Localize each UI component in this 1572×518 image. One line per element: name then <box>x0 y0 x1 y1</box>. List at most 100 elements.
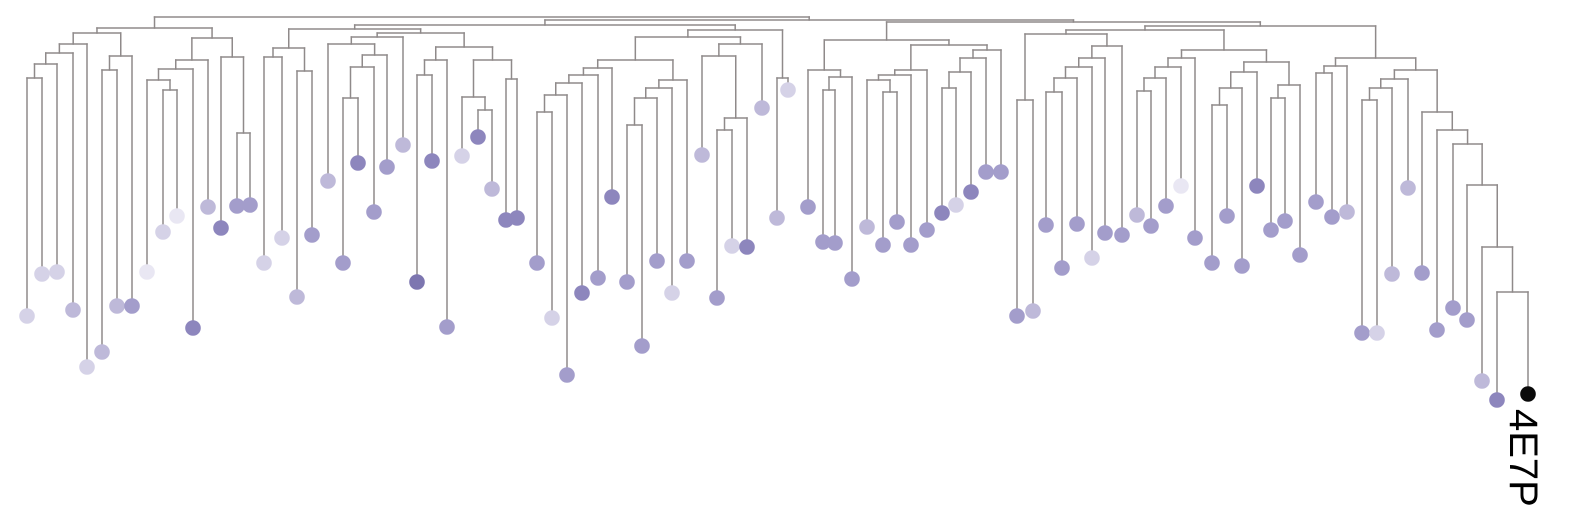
leaf-dot <box>274 230 290 246</box>
leaf-dot <box>94 344 110 360</box>
leaf-dot <box>590 270 606 286</box>
leaf-dot <box>544 310 560 326</box>
leaf-dot <box>649 253 665 269</box>
leaf-dot <box>49 264 65 280</box>
leaf-dot <box>1173 178 1189 194</box>
leaf-dot <box>709 290 725 306</box>
leaf-dot <box>34 266 50 282</box>
leaf-dot <box>1263 222 1279 238</box>
leaf-dot <box>1277 213 1293 229</box>
leaf-dot <box>185 320 201 336</box>
leaf-dot <box>200 199 216 215</box>
tree-links <box>26 16 1529 401</box>
leaf-dot <box>79 359 95 375</box>
leaf-dot <box>1384 266 1400 282</box>
leaf-dot <box>1459 312 1475 328</box>
highlighted-leaf-dot <box>1520 386 1536 402</box>
leaf-dot <box>919 222 935 238</box>
leaf-dot <box>604 189 620 205</box>
leaf-dot <box>1354 325 1370 341</box>
leaf-dot <box>769 210 785 226</box>
leaf-dot <box>619 274 635 290</box>
leaf-dot <box>509 210 525 226</box>
leaf-dots <box>19 82 1536 408</box>
leaf-dot <box>424 153 440 169</box>
leaf-dot <box>724 238 740 254</box>
leaf-dot <box>1474 373 1490 389</box>
leaf-dot <box>19 308 35 324</box>
leaf-dot <box>439 319 455 335</box>
leaf-dot <box>484 181 500 197</box>
leaf-dot <box>109 298 125 314</box>
leaf-dot <box>1158 198 1174 214</box>
leaf-dot <box>739 239 755 255</box>
leaf-dot <box>289 289 305 305</box>
leaf-dot <box>1324 209 1340 225</box>
leaf-dot <box>844 271 860 287</box>
leaf-dot <box>1339 204 1355 220</box>
leaf-dot <box>454 148 470 164</box>
leaf-dot <box>366 204 382 220</box>
leaf-dot <box>1489 392 1505 408</box>
leaf-dot <box>304 227 320 243</box>
leaf-dot <box>1129 207 1145 223</box>
leaf-dot <box>256 255 272 271</box>
leaf-dot <box>1219 208 1235 224</box>
leaf-dot <box>350 155 366 171</box>
leaf-dot <box>679 253 695 269</box>
leaf-dot <box>470 129 486 145</box>
leaf-dot <box>1084 250 1100 266</box>
leaf-dot <box>978 164 994 180</box>
leaf-dot <box>963 184 979 200</box>
leaf-dot <box>574 285 590 301</box>
leaf-dot <box>903 237 919 253</box>
leaf-dot <box>1054 260 1070 276</box>
leaf-dot <box>1445 300 1461 316</box>
leaf-dot <box>1414 265 1430 281</box>
leaf-dot <box>1114 227 1130 243</box>
leaf-dot <box>859 219 875 235</box>
leaf-dot <box>815 234 831 250</box>
leaf-dot <box>1249 178 1265 194</box>
leaf-dot <box>1025 303 1041 319</box>
leaf-dot <box>395 137 411 153</box>
leaf-dot <box>694 147 710 163</box>
leaf-dot <box>1308 194 1324 210</box>
leaf-dot <box>1038 217 1054 233</box>
leaf-dot <box>139 264 155 280</box>
leaf-dot <box>1069 216 1085 232</box>
leaf-dot <box>875 237 891 253</box>
highlighted-leaf-label: 4E7P <box>1501 409 1545 507</box>
leaf-dot <box>827 235 843 251</box>
leaf-dot <box>213 220 229 236</box>
leaf-dot <box>124 298 140 314</box>
leaf-dot <box>1234 258 1250 274</box>
leaf-dot <box>780 82 796 98</box>
leaf-dot <box>800 199 816 215</box>
leaf-dot <box>1292 247 1308 263</box>
leaf-dot <box>993 164 1009 180</box>
leaf-dot <box>1097 225 1113 241</box>
leaf-dot <box>948 197 964 213</box>
leaf-dot <box>379 159 395 175</box>
leaf-dot <box>155 224 171 240</box>
leaf-dot <box>529 255 545 271</box>
leaf-dot <box>1429 322 1445 338</box>
leaf-dot <box>1143 218 1159 234</box>
leaf-dot <box>335 255 351 271</box>
leaf-dot <box>65 302 81 318</box>
leaf-dot <box>320 173 336 189</box>
leaf-dot <box>559 367 575 383</box>
leaf-dot <box>664 285 680 301</box>
leaf-dot <box>754 100 770 116</box>
leaf-dot <box>409 274 425 290</box>
leaf-dot <box>889 214 905 230</box>
leaf-dot <box>242 197 258 213</box>
leaf-dot <box>1400 180 1416 196</box>
leaf-dot <box>1187 230 1203 246</box>
leaf-dot <box>1009 308 1025 324</box>
leaf-dot <box>1204 255 1220 271</box>
leaf-dot <box>169 208 185 224</box>
leaf-dot <box>634 338 650 354</box>
